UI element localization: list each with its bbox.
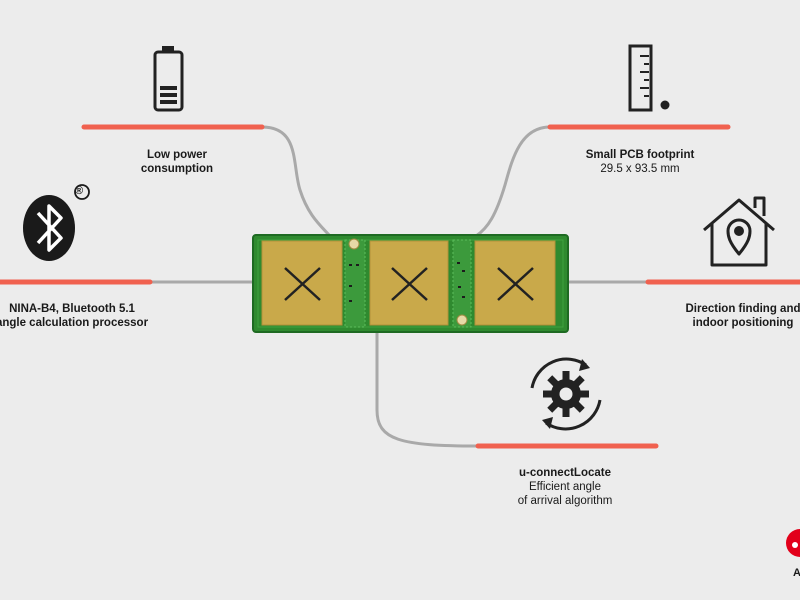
connector-algorithm [375,330,479,448]
label-bluetooth-line2: angle calculation processor [0,317,149,329]
label-direction-finding: Direction finding and indoor positioning [668,302,800,330]
pcb-strip-1 [344,239,366,328]
pcb-strip-2 [452,239,472,328]
u-blox-logo-icon [786,529,800,557]
ruler-icon [628,44,670,112]
label-pcb-footprint: Small PCB footprint 29.5 x 93.5 mm [565,148,715,176]
label-pcb-footprint-size: 29.5 x 93.5 mm [600,163,680,175]
antenna-pad-3 [474,240,556,326]
registered-mark: ® [75,185,84,197]
mounting-hole-2 [456,314,468,326]
label-low-power-line2: consumption [140,163,214,175]
gear-cycle-icon [530,357,602,431]
registered-mark-icon [74,184,90,200]
antenna-pad-1 [261,240,343,326]
label-u-connectlocate: u-connectLocate Efficient angle of arriv… [490,466,640,508]
battery-icon [153,46,184,112]
label-u-connectlocate-line2: Efficient angle [528,481,602,493]
house-location-icon [703,196,775,267]
label-pcb-footprint-title: Small PCB footprint [585,149,695,161]
antenna-pad-2 [369,240,449,326]
connector-power [261,125,332,238]
connector-lines [150,125,648,448]
label-u-connectlocate-line3: of arrival algorithm [517,495,613,507]
pcb-board [252,234,569,333]
label-bluetooth-line1: NINA-B4, Bluetooth 5.1 [9,303,135,315]
mounting-hole-1 [348,238,360,250]
label-low-power-line1: Low power [146,149,208,161]
label-direction-finding-line2: indoor positioning [692,317,794,329]
label-direction-finding-line1: Direction finding and [685,303,800,315]
brand-text: A [793,567,800,579]
accent-bars [0,124,800,449]
label-low-power: Low power consumption [117,148,237,176]
label-u-connectlocate-title: u-connectLocate [518,467,611,479]
bluetooth-icon [23,184,90,261]
label-bluetooth: NINA-B4, Bluetooth 5.1 angle calculation… [0,302,172,330]
connector-pcb [475,125,551,238]
